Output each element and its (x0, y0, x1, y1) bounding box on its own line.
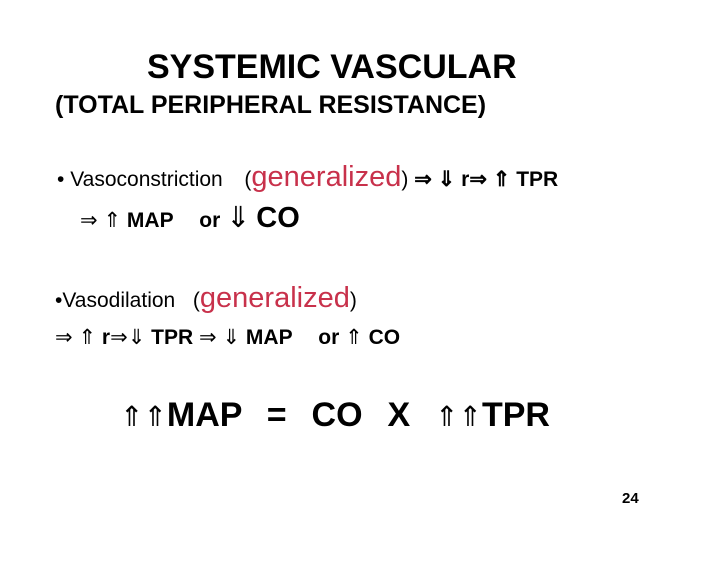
implies-arrow-icon: ⇒ (469, 168, 487, 191)
formula-map: MAP (166, 396, 242, 434)
paren-close: ) (401, 168, 409, 191)
slide-title: SYSTEMIC VASCULAR (147, 48, 517, 86)
map-label: MAP (126, 209, 174, 232)
co-label: CO (368, 326, 401, 349)
up-arrow-icon: ⇑ (345, 326, 363, 349)
implies-arrow-icon: ⇒ (199, 326, 217, 349)
bullet-label: Vasodilation (62, 289, 176, 312)
paren-open: ( (192, 289, 200, 312)
resistance-r: r (461, 168, 470, 191)
double-up-arrow-icon: ⇑⇑ (120, 401, 167, 432)
or-label: or (318, 326, 340, 349)
implies-arrow-icon: ⇒ (414, 168, 432, 191)
tpr-label: TPR (516, 168, 559, 191)
emphasis-generalized: generalized (199, 282, 350, 314)
implies-arrow-icon: ⇒ (80, 209, 98, 232)
bullet-vasoconstriction: • Vasoconstriction (generalized) ⇒ ⇓ r⇒ … (57, 163, 558, 192)
down-arrow-icon: ⇓ (127, 326, 146, 349)
paren-close: ) (349, 289, 357, 312)
up-arrow-icon: ⇑ (492, 168, 511, 191)
page-number: 24 (622, 490, 639, 507)
down-arrow-icon: ⇓ (226, 202, 251, 234)
formula-co: CO (311, 396, 363, 434)
bullet-vasodilation: •Vasodilation (generalized) (55, 284, 357, 313)
emphasis-generalized: generalized (251, 161, 402, 193)
implies-arrow-icon: ⇒ (55, 326, 73, 349)
up-arrow-icon: ⇑ (78, 326, 97, 349)
paren-open: ( (244, 168, 252, 191)
up-arrow-icon: ⇑ (103, 209, 122, 232)
map-label: MAP (245, 326, 293, 349)
or-label: or (199, 209, 221, 232)
bullet-vasodilation-continued: ⇒ ⇑ r⇒⇓ TPR ⇒ ⇓ MAP or ⇑ CO (55, 327, 400, 348)
down-arrow-icon: ⇓ (437, 168, 456, 191)
down-arrow-icon: ⇓ (222, 326, 241, 349)
formula-equals: = (266, 396, 287, 434)
implies-arrow-icon: ⇒ (110, 326, 128, 349)
tpr-label: TPR (151, 326, 194, 349)
slide-subtitle: (TOTAL PERIPHERAL RESISTANCE) (55, 91, 487, 119)
resistance-r: r (101, 326, 111, 349)
bullet-marker: • (55, 289, 63, 312)
formula-times: X (387, 396, 411, 434)
formula-tpr: TPR (481, 396, 550, 434)
bullet-marker: • (57, 168, 65, 191)
bullet-label: Vasoconstriction (70, 168, 223, 191)
double-up-arrow-icon: ⇑⇑ (435, 401, 482, 432)
co-label: CO (256, 202, 300, 234)
formula: ⇑⇑MAP = CO X ⇑⇑TPR (120, 398, 550, 432)
bullet-vasoconstriction-continued: ⇒ ⇑ MAP or ⇓ CO (80, 204, 300, 233)
